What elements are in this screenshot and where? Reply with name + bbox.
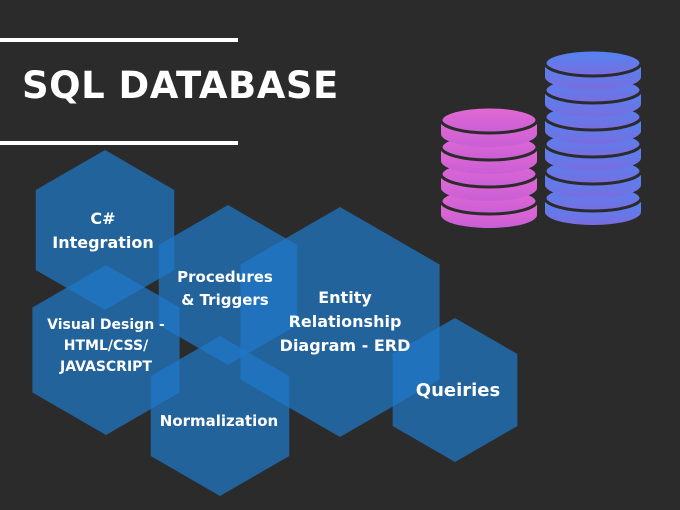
hexagon-erd <box>240 207 440 437</box>
hex-label-erd: Entity Relationship Diagram - ERD <box>279 288 411 355</box>
database-icon <box>543 48 643 225</box>
hexagon-visual-design <box>32 265 180 435</box>
hex-label-visual-design: Visual Design - HTML/CSS/ JAVASCRIPT <box>47 317 165 375</box>
hexagon-normalization <box>150 336 290 496</box>
hex-label-normalization: Normalization <box>159 412 279 430</box>
hexagon-csharp <box>35 150 175 310</box>
banner-line-top <box>0 38 238 42</box>
hex-label-queiries: Queiries <box>415 380 501 401</box>
hex-label-procedures: Procedures & Triggers <box>177 268 273 309</box>
page-title: SQL DATABASE <box>22 64 339 107</box>
database-disk-top <box>439 105 539 135</box>
hexagon-queiries <box>392 318 518 462</box>
database-icon <box>439 105 539 228</box>
database-disk-top <box>543 48 643 78</box>
hex-label-csharp: C# Integration <box>52 209 154 252</box>
banner-line-bottom <box>0 141 238 145</box>
